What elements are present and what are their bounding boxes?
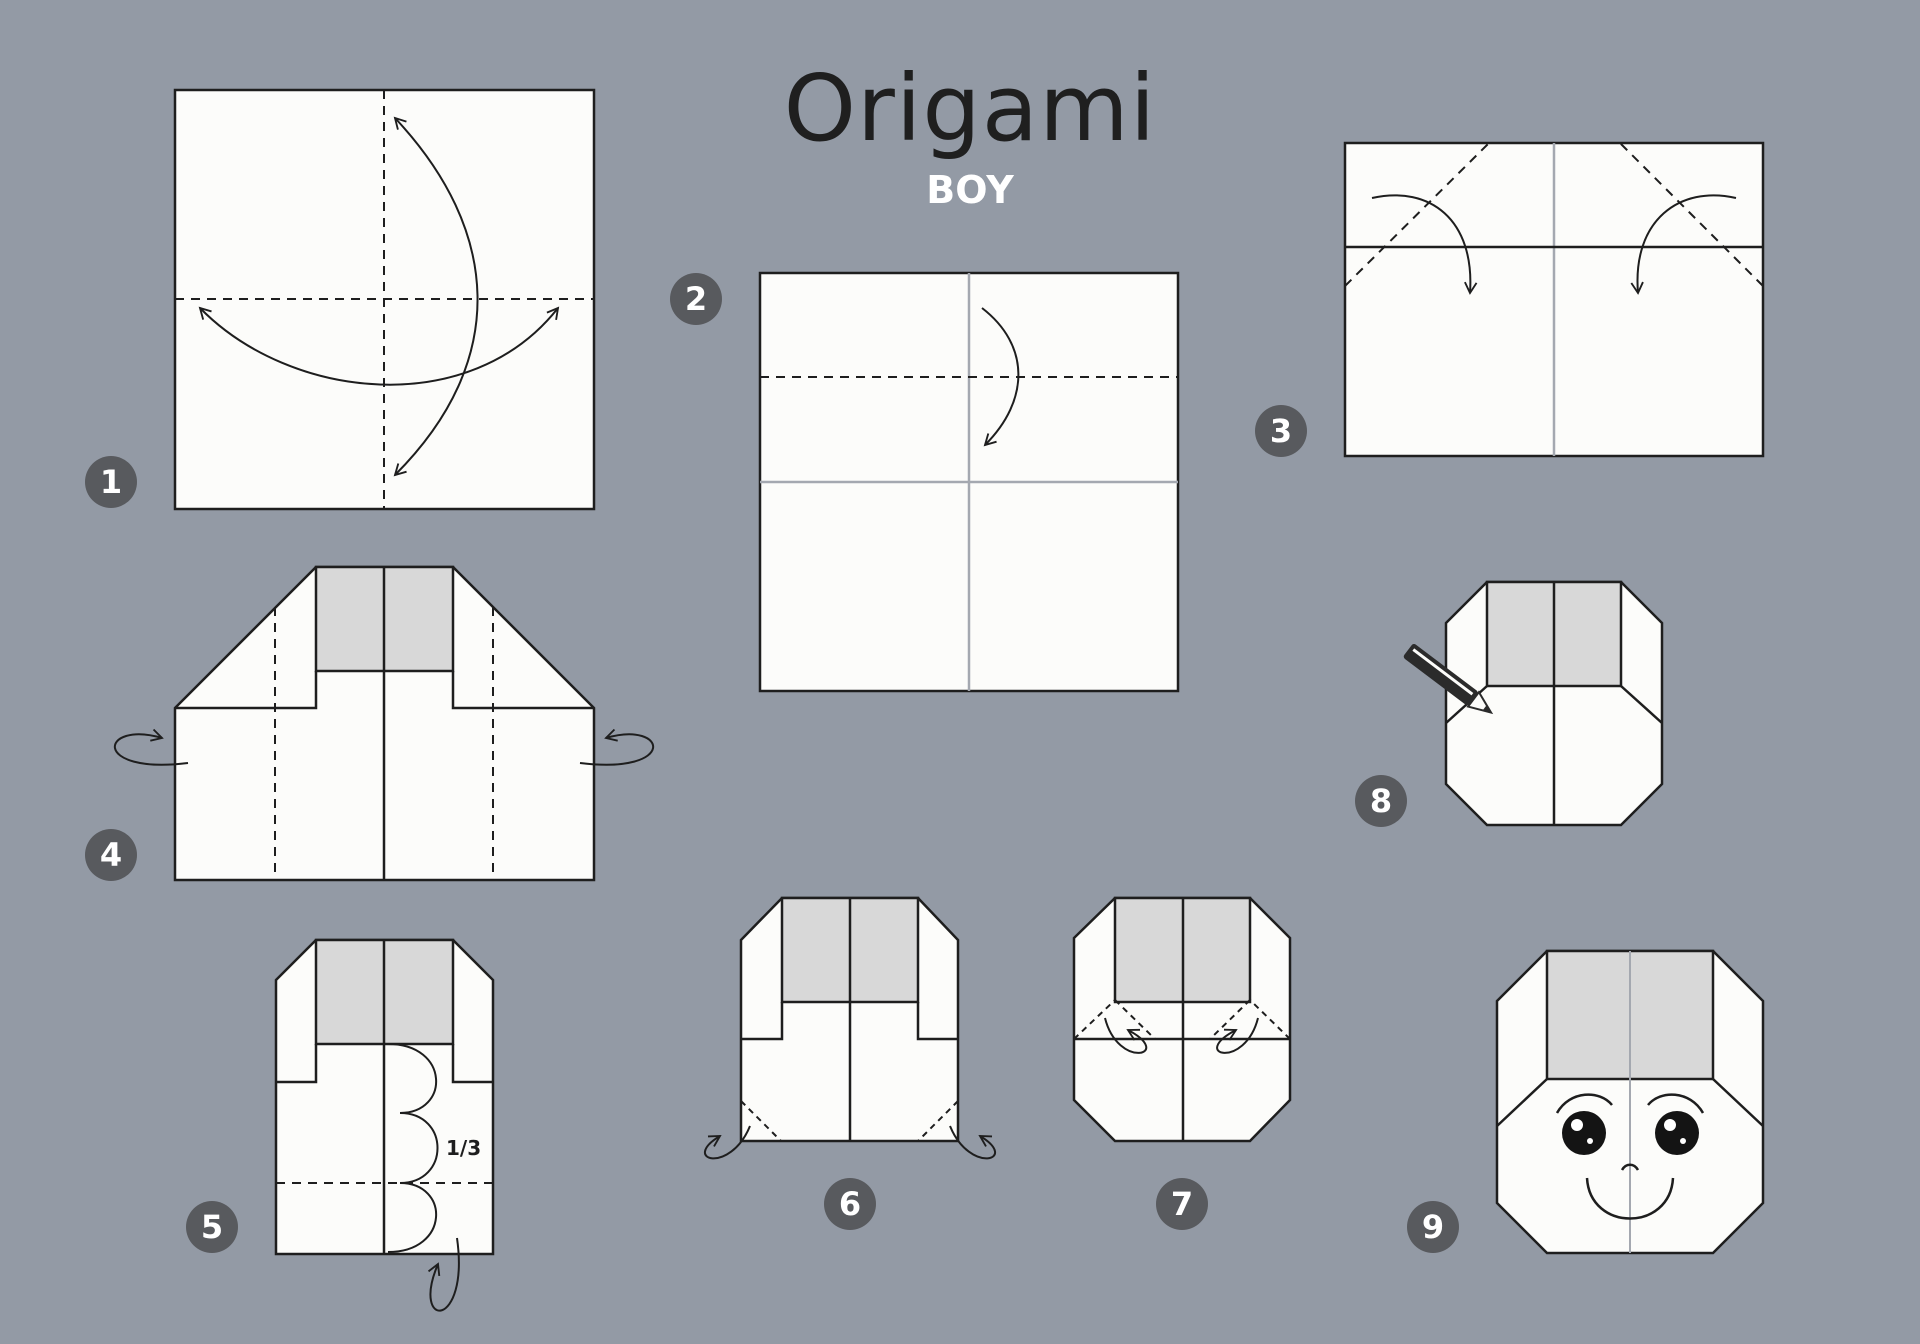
diagram-subtitle: BOY [926, 168, 1014, 212]
step-4-left-turn-arrow [113, 728, 189, 766]
step-9-figure [1495, 949, 1765, 1255]
step-7-right-fold-arrow [1216, 1017, 1259, 1054]
step-2-figure [758, 271, 1180, 693]
step-5-badge: 5 [186, 1201, 238, 1253]
step-1-figure [173, 88, 596, 511]
step-4-badge: 4 [85, 829, 137, 881]
step-9-badge: 9 [1407, 1201, 1459, 1253]
step-3-figure [1343, 141, 1765, 458]
step-4-figure [113, 565, 655, 882]
step-5-figure [274, 938, 495, 1312]
diagram-title: Origami [783, 55, 1157, 162]
step-6-badge: 6 [824, 1178, 876, 1230]
pencil-icon [1403, 644, 1494, 715]
left-eyebrow [1555, 1093, 1613, 1114]
step-7-left-fold-arrow [1104, 1017, 1148, 1054]
step-1-horizontal-fold-arrow [198, 306, 560, 386]
step-2-badge: 2 [670, 273, 722, 325]
step-5-fraction-label: 1/3 [446, 1136, 481, 1160]
nose [1620, 1163, 1640, 1171]
step-3-right-fold-arrow [1630, 194, 1737, 295]
step-2-fold-down-arrow [981, 307, 1020, 447]
step-4-right-turn-arrow [579, 728, 655, 766]
step-5-turn-arrow [427, 1237, 460, 1312]
right-eyebrow [1647, 1093, 1705, 1114]
step-7-figure [1072, 896, 1292, 1143]
smile [1585, 1177, 1675, 1220]
step-1-vertical-fold-arrow [393, 116, 479, 477]
step-8-figure [1403, 580, 1664, 827]
step-8-badge: 8 [1355, 775, 1407, 827]
step-6-figure [704, 896, 996, 1160]
step-1-badge: 1 [85, 456, 137, 508]
step-7-badge: 7 [1156, 1178, 1208, 1230]
step-5-thirds-measure [387, 1043, 439, 1253]
left-eye [1562, 1111, 1606, 1155]
step-6-left-turn-arrow [704, 1125, 751, 1160]
boy-face [1555, 1093, 1705, 1220]
step-3-badge: 3 [1255, 405, 1307, 457]
step-3-left-fold-arrow [1371, 194, 1478, 295]
right-eye [1655, 1111, 1699, 1155]
step-6-right-turn-arrow [949, 1125, 996, 1160]
